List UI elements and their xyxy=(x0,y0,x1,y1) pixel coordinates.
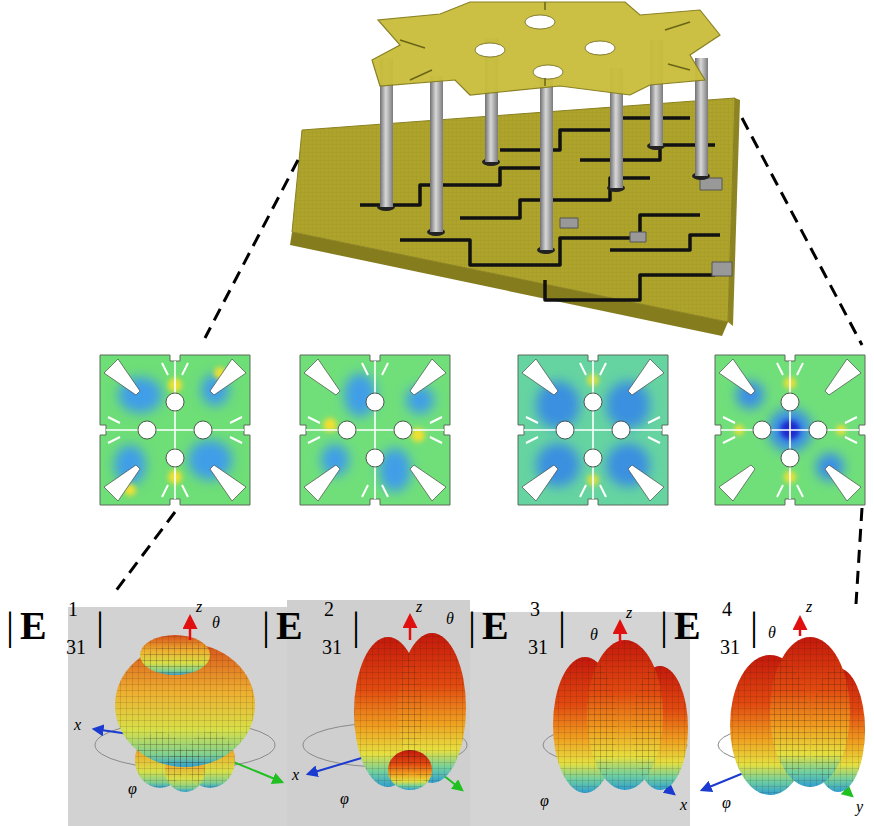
magnitude-bar: | xyxy=(468,604,476,648)
field-symbol: E xyxy=(482,604,509,648)
current-distribution xyxy=(518,355,668,505)
radiation-pattern xyxy=(702,618,865,796)
axis-label: z xyxy=(806,598,812,616)
mode-subscript: 31 xyxy=(720,636,740,658)
axis-label: θ xyxy=(768,624,776,642)
axis-label: φ xyxy=(722,794,731,812)
radiation-pattern xyxy=(303,616,467,790)
radiation-pattern xyxy=(94,617,282,792)
magnitude-bar: | xyxy=(558,604,566,648)
magnitude-bar: | xyxy=(750,604,758,648)
mode-superscript: 1 xyxy=(68,598,78,620)
axis-label: φ xyxy=(340,790,349,808)
mode-superscript: 2 xyxy=(324,598,334,620)
magnitude-bar: | xyxy=(262,604,270,648)
axis-label: y xyxy=(856,798,863,816)
axis-label: θ xyxy=(590,626,598,644)
antenna-model xyxy=(290,2,740,336)
axis-label: z xyxy=(626,604,632,622)
magnitude-bar: | xyxy=(352,604,360,648)
magnitude-bar: | xyxy=(96,604,104,648)
field-symbol: E xyxy=(674,604,701,648)
current-distribution xyxy=(300,355,450,505)
field-symbol: E xyxy=(20,604,47,648)
axis-label: φ xyxy=(128,780,137,798)
pattern-panel xyxy=(690,610,865,826)
axis-label: θ xyxy=(212,614,220,632)
mode-superscript: 4 xyxy=(722,598,732,620)
current-distribution xyxy=(715,355,865,505)
pattern-panel xyxy=(287,600,470,826)
field-symbol: E xyxy=(276,604,303,648)
axis-label: x xyxy=(74,716,81,734)
axis-label: z xyxy=(196,598,202,616)
magnitude-bar: | xyxy=(6,604,14,648)
mode-superscript: 3 xyxy=(530,598,540,620)
mode-subscript: 31 xyxy=(528,636,548,658)
current-distribution xyxy=(100,355,250,505)
mode-subscript: 31 xyxy=(322,636,342,658)
axis-label: x xyxy=(292,766,299,784)
magnitude-bar: | xyxy=(660,604,668,648)
axis-label: z xyxy=(416,598,422,616)
axis-label: x xyxy=(680,796,687,814)
axis-label: θ xyxy=(446,610,454,628)
axis-label: φ xyxy=(540,792,549,810)
mode-subscript: 31 xyxy=(66,636,86,658)
